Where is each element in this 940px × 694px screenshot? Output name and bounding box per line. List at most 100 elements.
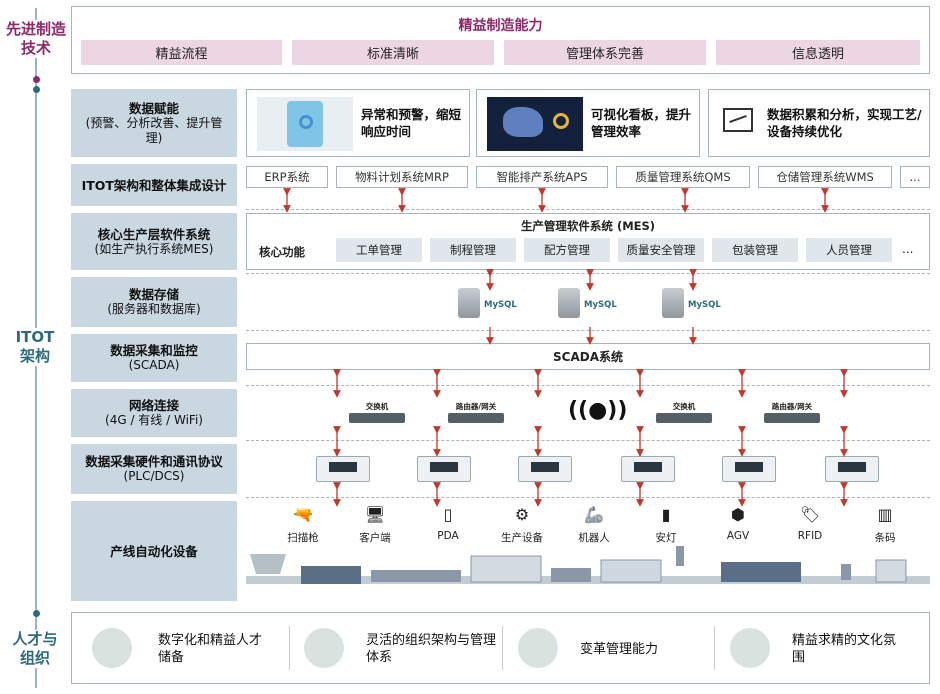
layer-hardware: 数据采集硬件和通讯协议(PLC/DCS): [71, 444, 237, 494]
agv-icon: ⬢: [731, 505, 745, 524]
device-label: 机器人: [578, 532, 610, 544]
switch-label: 交换机: [365, 402, 389, 411]
talent-item: 灵活的组织架构与管理体系: [366, 633, 497, 665]
scanner-gun-icon: 🔫: [293, 505, 313, 524]
switch-icon: [656, 413, 712, 423]
plc-icon: [518, 456, 572, 482]
section-itot-label: ITOT架构: [10, 328, 60, 366]
mysql-logo: MySQL: [688, 300, 721, 310]
server-icon: [458, 288, 480, 318]
data-card-text: 异常和预警，缩短响应时间: [361, 107, 462, 139]
layer-title: 网络连接: [128, 398, 179, 413]
mes-function: 包装管理: [712, 238, 798, 262]
mes-function: 质量安全管理: [618, 238, 704, 262]
layer-sub: (SCADA): [128, 358, 180, 372]
device-label: 条码: [874, 532, 896, 544]
production-equipment-icon: ⚙: [514, 505, 530, 524]
section-talent-label: 人才与组织: [8, 630, 62, 668]
layer-data-enablement: 数据赋能(预警、分析改善、提升管理): [71, 89, 237, 157]
router-label: 路由器/网关: [455, 402, 497, 411]
layer-itot-design: ITOT架构和整体集成设计: [71, 164, 237, 206]
mes-function: 工单管理: [336, 238, 422, 262]
layer-title: 产线自动化设备: [110, 543, 198, 559]
device-label: AGV: [726, 530, 750, 542]
rail-dot: [33, 610, 40, 617]
lean-item: 管理体系完善: [504, 40, 706, 65]
layer-storage: 数据存储(服务器和数据库): [71, 277, 237, 327]
section-advanced-label: 先进制造技术: [4, 20, 68, 58]
layer-sub: (如生产执行系统MES): [94, 241, 214, 256]
andon-light-icon: ▮: [661, 505, 671, 524]
rfid-tag-icon: 🏷: [799, 505, 821, 524]
layer-title: 数据存储: [128, 287, 179, 302]
lean-item: 精益流程: [81, 40, 282, 65]
client-monitor-icon: 🖥: [364, 505, 386, 524]
system-qms: 质量管理系统QMS: [616, 166, 750, 188]
rail-dot: [33, 86, 40, 93]
plc-icon: [621, 456, 675, 482]
dashboard-thumbnail: [257, 97, 353, 151]
router-icon: [764, 413, 820, 423]
production-line-illustration: [246, 546, 930, 584]
layer-mes: 核心生产层软件系统(如生产执行系统MES): [71, 213, 237, 270]
data-card-alert: 异常和预警，缩短响应时间: [246, 89, 470, 157]
plc-icon: [825, 456, 879, 482]
server-icon: [662, 288, 684, 318]
data-card-text: 可视化看板，提升管理效率: [591, 107, 692, 139]
layer-title: 数据采集和监控: [110, 343, 198, 358]
server-icon: [558, 288, 580, 318]
org-puzzle-icon: [304, 628, 344, 668]
layer-sub: (PLC/DCS): [123, 469, 185, 483]
layer-sub: (服务器和数据库): [107, 302, 201, 316]
device-label: 安灯: [655, 532, 677, 544]
layer-sub: (4G / 有线 / WiFi): [105, 413, 203, 427]
plc-icon: [722, 456, 776, 482]
layer-network: 网络连接(4G / 有线 / WiFi): [71, 389, 237, 437]
system-wms: 仓储管理系统WMS: [758, 166, 892, 188]
talent-item: 变革管理能力: [580, 642, 659, 657]
layer-title: ITOT架构和整体集成设计: [81, 177, 227, 193]
plc-icon: [316, 456, 370, 482]
device-label: PDA: [437, 530, 459, 542]
switch-icon: [349, 413, 405, 423]
mes-function-more: ...: [902, 242, 914, 256]
router-label: 路由器/网关: [771, 402, 813, 411]
mes-core-label: 核心功能: [259, 245, 305, 259]
culture-hierarchy-icon: [730, 628, 770, 668]
layer-title: 核心生产层软件系统: [97, 226, 211, 242]
mes-function: 配方管理: [524, 238, 610, 262]
plc-icon: [417, 456, 471, 482]
mysql-logo: MySQL: [484, 300, 517, 310]
talent-panel: [71, 612, 930, 684]
mysql-logo: MySQL: [584, 300, 617, 310]
device-label: 生产设备: [501, 532, 543, 544]
lean-item: 信息透明: [716, 40, 920, 65]
device-label: 扫描枪: [287, 532, 319, 544]
rail-dot: [33, 76, 40, 83]
barcode-icon: ▥: [877, 505, 893, 524]
data-card-text: 数据积累和分析，实现工艺/设备持续优化: [767, 107, 922, 139]
layer-scada: 数据采集和监控(SCADA): [71, 334, 237, 382]
layer-sub: (预警、分析改善、提升管理): [85, 115, 223, 145]
data-card-analysis: 数据积累和分析，实现工艺/设备持续优化: [708, 89, 930, 157]
monitor-chart-icon: [723, 108, 753, 132]
device-label: 客户端: [359, 532, 391, 544]
system-aps: 智能排产系统APS: [476, 166, 608, 188]
router-icon: [448, 413, 504, 423]
system-erp: ERP系统: [246, 166, 328, 188]
device-label: RFID: [797, 530, 823, 542]
mes-function: 制程管理: [430, 238, 516, 262]
layer-automation: 产线自动化设备: [71, 501, 237, 601]
lean-item: 标准清晰: [292, 40, 494, 65]
mes-title: 生产管理软件系统 (MES): [520, 219, 656, 233]
layer-title: 数据采集硬件和通讯协议: [85, 454, 223, 469]
mes-function: 人员管理: [806, 238, 892, 262]
data-card-kanban: 可视化看板，提升管理效率: [476, 89, 700, 157]
talent-item: 精益求精的文化氛围: [792, 633, 897, 665]
system-mrp: 物料计划系统MRP: [336, 166, 468, 188]
kanban-thumbnail: [487, 97, 583, 151]
system-more: ...: [900, 166, 930, 188]
change-management-icon: [518, 628, 558, 668]
talent-item: 数字化和精益人才储备: [158, 633, 263, 665]
switch-label: 交换机: [672, 402, 696, 411]
